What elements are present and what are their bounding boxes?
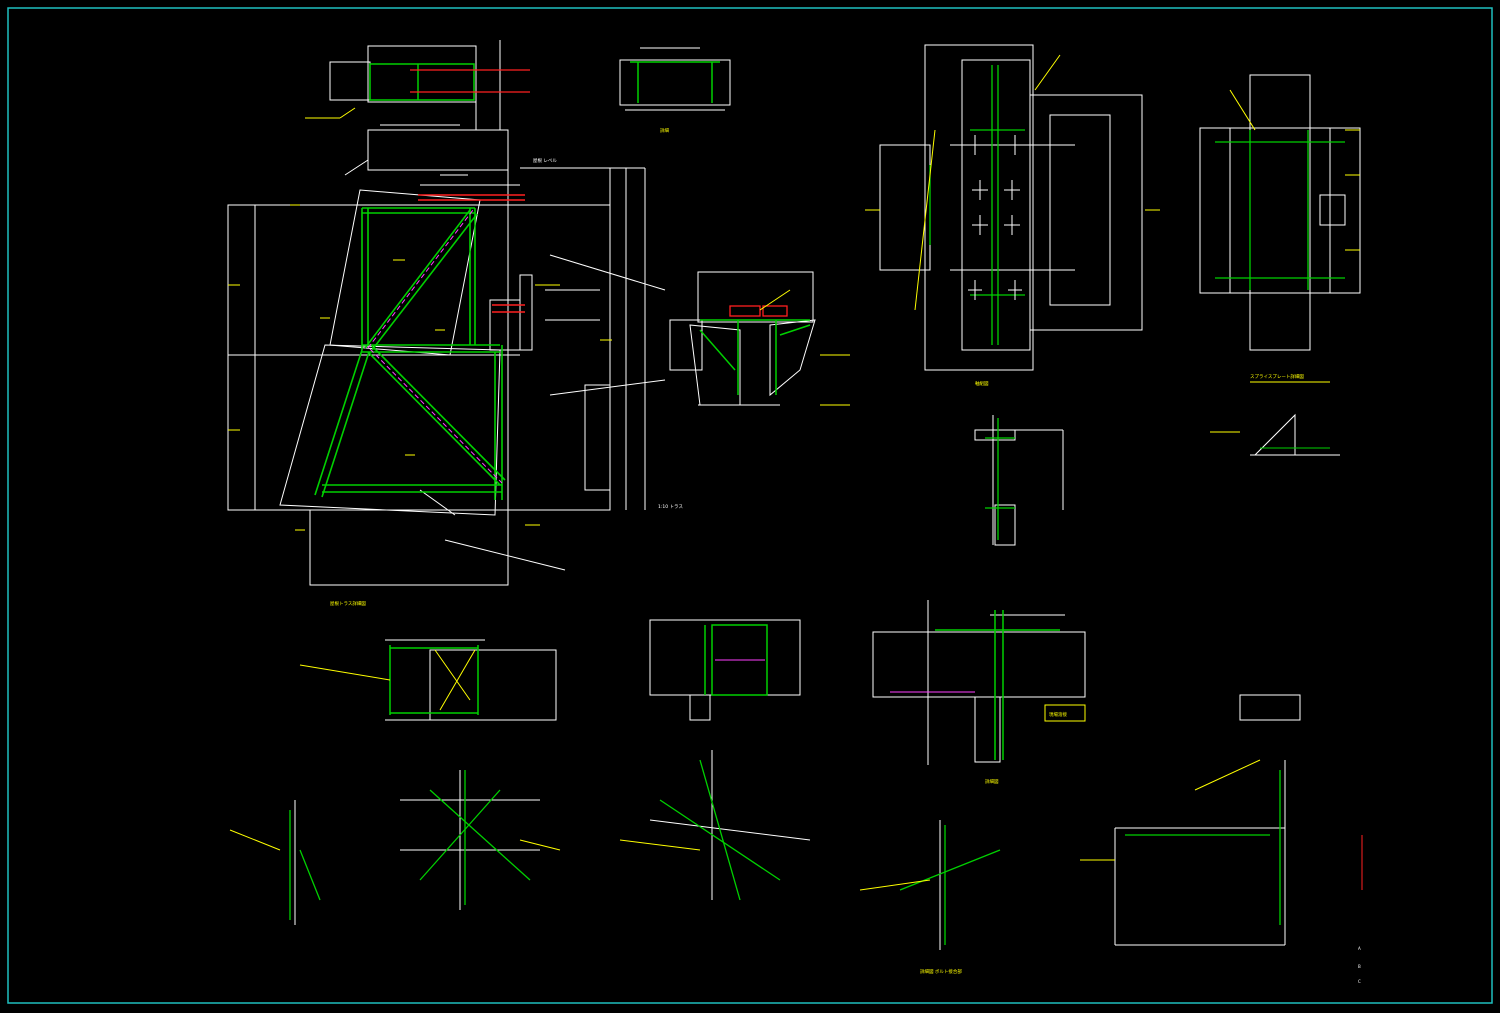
view-caption: 軸組図 — [975, 380, 989, 387]
top-small-section: 詳細 — [619, 47, 731, 134]
gusset-connection-detail — [669, 271, 850, 406]
plate-caption: スプライスプレート詳細図 — [1250, 373, 1304, 380]
title-block: A B C — [1358, 835, 1363, 984]
column-base-plan: 軸組図 — [865, 44, 1160, 387]
splice-plate-detail: スプライスプレート詳細図 — [1199, 74, 1361, 383]
small-caption: 詳細 — [660, 127, 669, 134]
bottom-beam-detail-2 — [649, 619, 801, 721]
main-truss-elevation: 屋根トラス詳細図 屋根 レベル 1:10 トラス — [227, 129, 683, 607]
title-block-c: C — [1358, 979, 1361, 984]
top-level-note: 屋根 レベル — [533, 157, 557, 164]
top-bolt-detail — [305, 40, 530, 130]
boxed-note: 現場溶接 — [1049, 711, 1067, 718]
bottom-beam-detail-1 — [299, 639, 557, 721]
main-elevation-note: 屋根トラス詳細図 — [330, 600, 366, 607]
column-side-section — [974, 415, 1064, 546]
small-weld-detail-right — [1210, 413, 1340, 456]
sheet-frame — [7, 7, 1493, 1004]
title-block-a: A — [1358, 946, 1361, 951]
detail-caption-2: 詳細図 ボルト接合部 — [920, 968, 962, 975]
diagonal-node-details: 詳細図 ボルト接合部 — [229, 694, 1301, 975]
detail-caption: 詳細図 — [985, 778, 999, 785]
bottom-column-detail: 現場溶接 詳細図 — [872, 600, 1086, 785]
title-block-b: B — [1358, 964, 1361, 969]
truss-caption: 1:10 トラス — [658, 504, 683, 510]
